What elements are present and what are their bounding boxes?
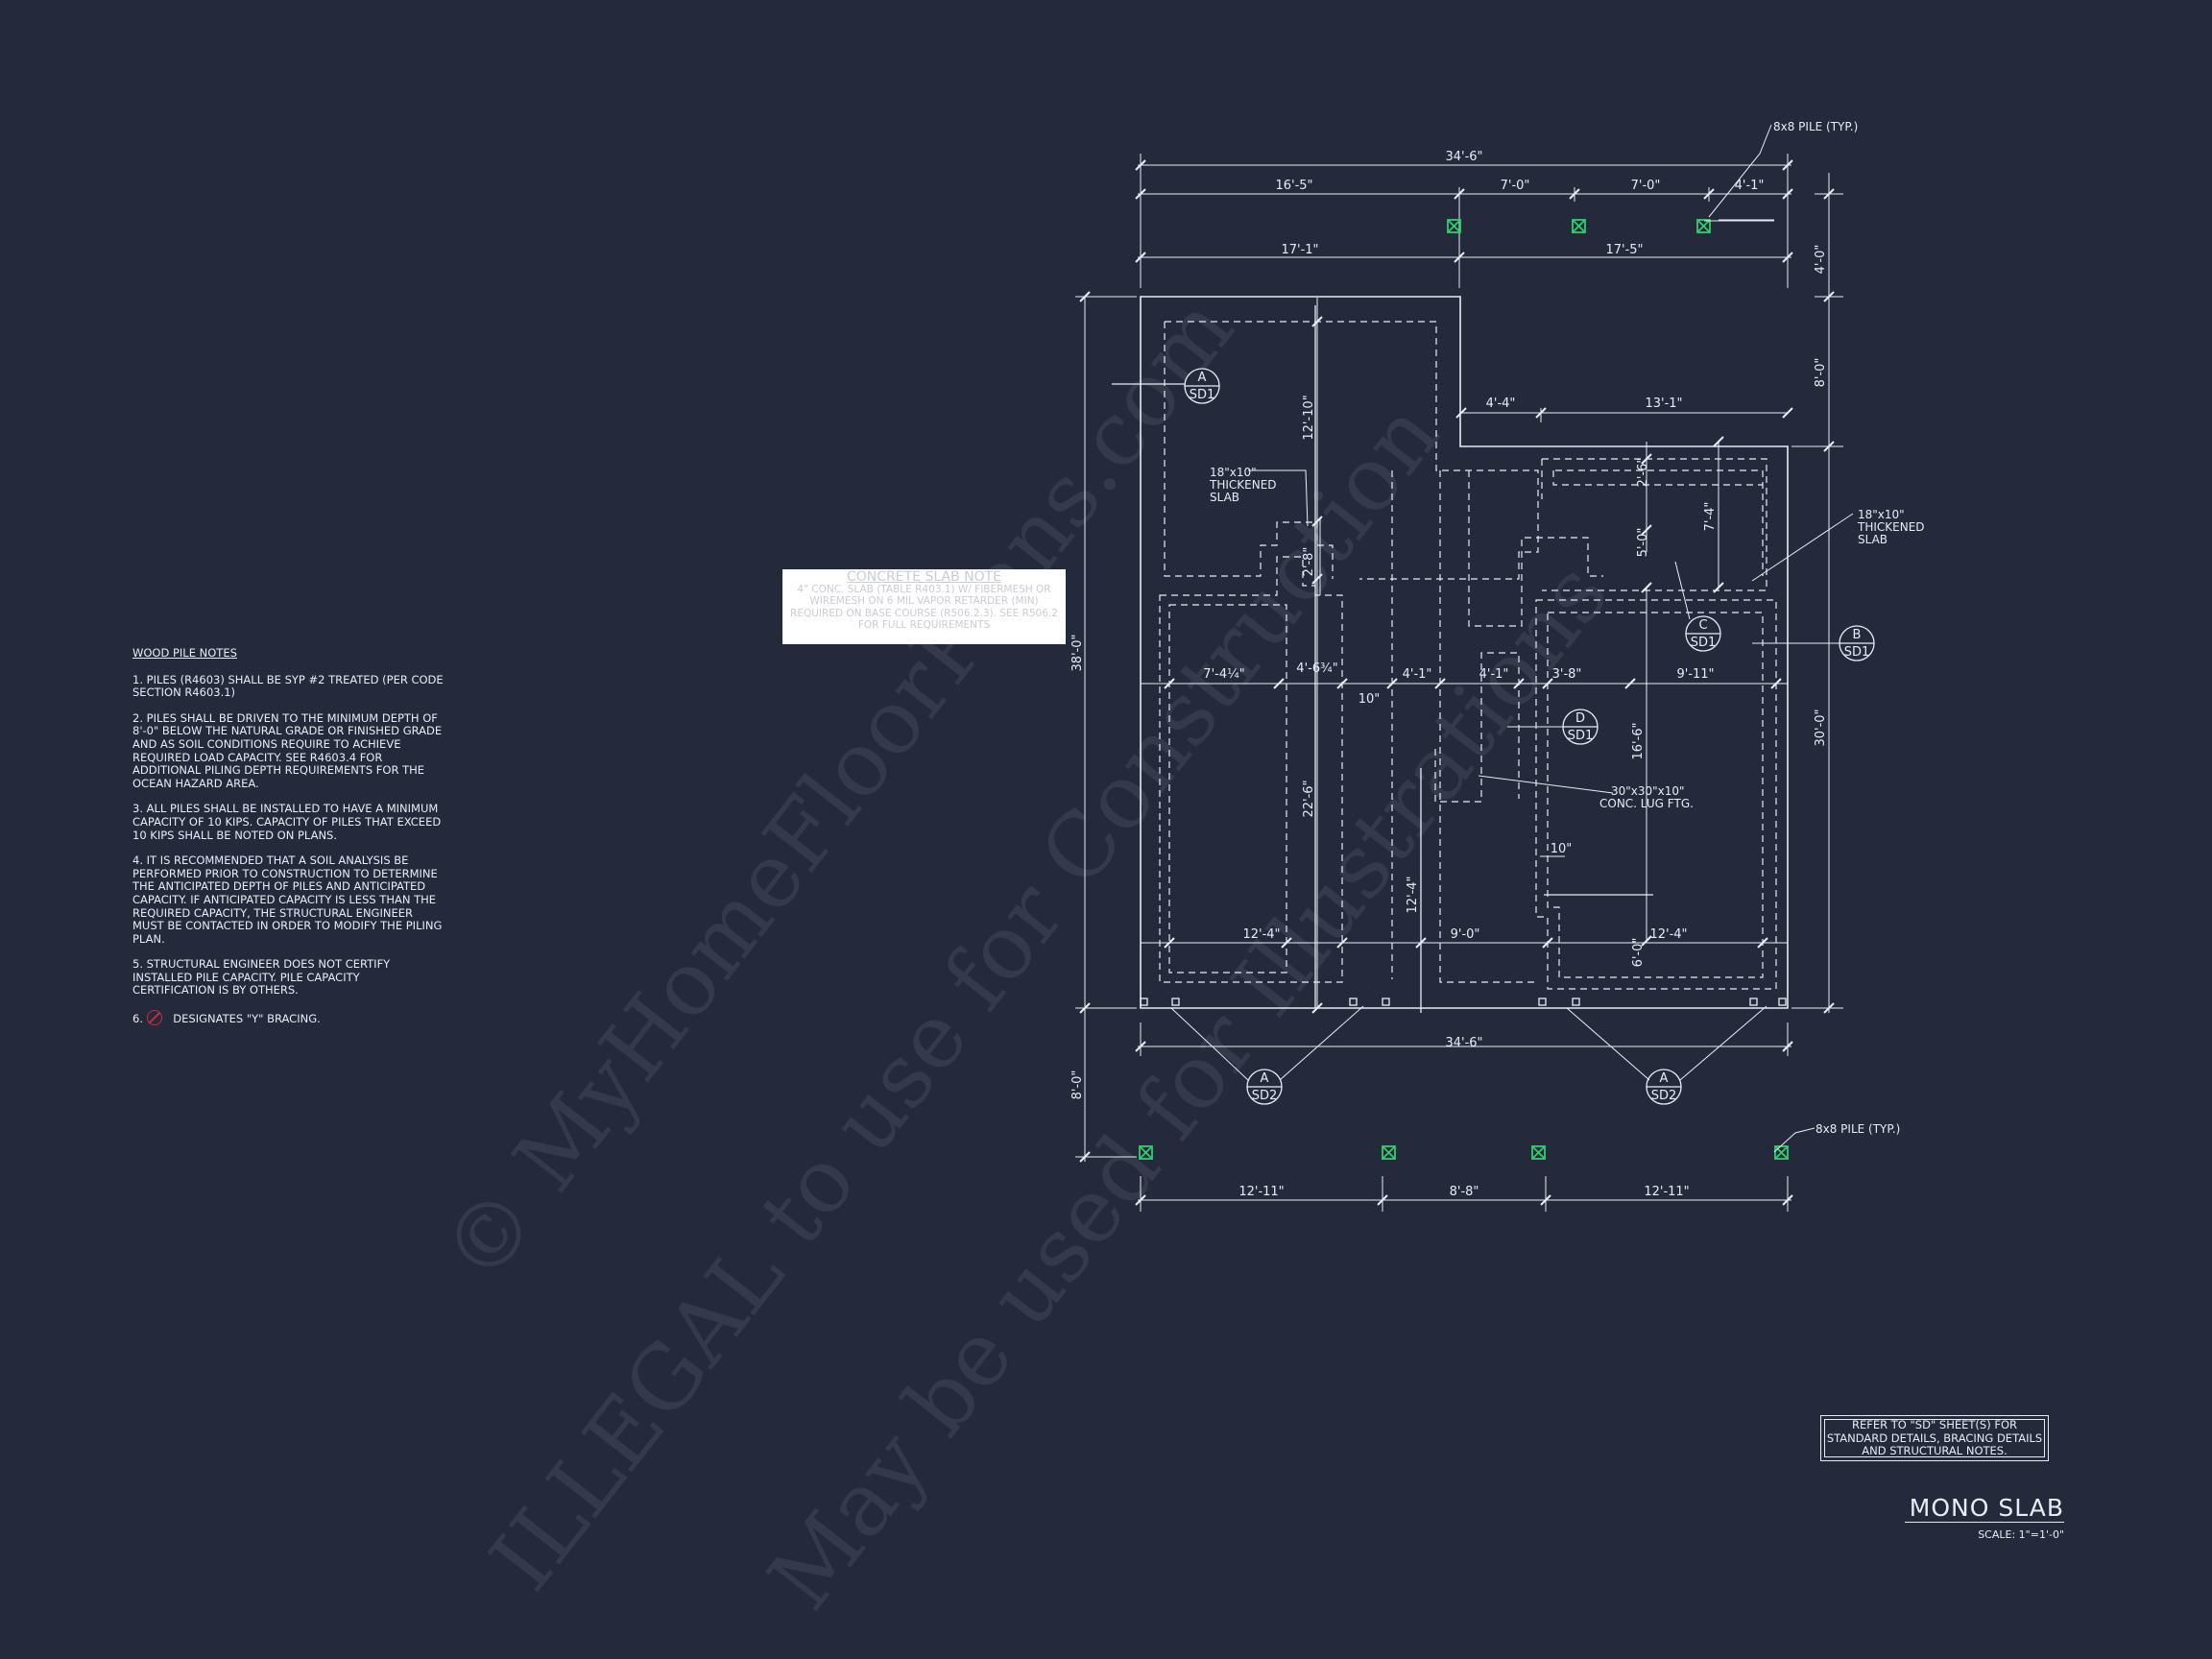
pile-icon — [1382, 1145, 1396, 1160]
thickened-slab-callout-right: SLAB — [1858, 533, 1887, 546]
dim-label: 13'-1" — [1645, 397, 1682, 411]
tag-sheet: SD1 — [1691, 636, 1717, 650]
dim-label: 7'-0" — [1501, 179, 1530, 193]
dim-label: 4'-1" — [1735, 179, 1765, 193]
dimension-labels: 34'-6" 16'-5" 7'-0" 7'-0" 4'-1" 17'-1" 1… — [1070, 150, 1828, 1199]
note-item: 2. PILES SHALL BE DRIVEN TO THE MINIMUM … — [132, 710, 443, 790]
pile-callout-bottom: 8x8 PILE (TYP.) — [1815, 1122, 1900, 1136]
note-item: 3. ALL PILES SHALL BE INSTALLED TO HAVE … — [132, 802, 442, 842]
dim-label: 12'-10" — [1302, 395, 1316, 440]
note-item: 1. PILES (R4603) SHALL BE SYP #2 TREATED… — [132, 672, 444, 700]
dim-label: 9'-11" — [1676, 667, 1714, 682]
dim-label: 6'-0" — [1631, 938, 1646, 968]
tag-letter: A — [1198, 371, 1207, 385]
dim-label: 2'-6" — [1636, 458, 1650, 488]
pile-icon — [1696, 219, 1711, 233]
lug-footing-callout: 30"x30"x10" — [1611, 784, 1685, 798]
pile-callout-top: 8x8 PILE (TYP.) — [1773, 120, 1858, 133]
pile-icon — [1774, 1145, 1789, 1160]
tag-letter: A — [1660, 1071, 1669, 1086]
dim-label: 16'-6" — [1631, 722, 1646, 759]
pile-icon — [1139, 1145, 1153, 1160]
dim-label: 4'-4" — [1486, 397, 1516, 411]
pile-icon — [1447, 219, 1461, 233]
thickened-slab-callout-right: THICKENED — [1857, 520, 1925, 534]
section-tag-circles — [1184, 368, 1875, 1105]
tag-sheet: SD1 — [1844, 645, 1870, 660]
slab-outline — [1140, 296, 1789, 1009]
concrete-slab-note-text: 4" CONC. SLAB (TABLE R403.1) W/ FIBERMES… — [790, 583, 1058, 632]
dim-label: 10" — [1551, 842, 1573, 856]
callout-labels: 8x8 PILE (TYP.) 8x8 PILE (TYP.) 18"x10" … — [1209, 120, 1925, 1136]
dim-label: 4'-0" — [1814, 245, 1828, 275]
dim-label: 22'-6" — [1302, 780, 1316, 817]
dim-label: 8'-0" — [1814, 358, 1828, 388]
dim-label: 4'-6¾" — [1296, 661, 1337, 676]
dim-label: 10" — [1358, 692, 1381, 707]
tag-letter: C — [1698, 618, 1707, 633]
plan-scale: SCALE: 1"=1'-0" — [1978, 1528, 2064, 1541]
dim-label: 9'-0" — [1451, 927, 1480, 942]
dim-label: 17'-1" — [1281, 243, 1318, 257]
section-tag-labels: A SD1 B SD1 C SD1 D SD1 A SD2 A SD2 — [1190, 371, 1870, 1103]
dim-label: 30'-0" — [1814, 709, 1828, 746]
pile-markers — [1139, 219, 1789, 1160]
dim-label: 38'-0" — [1070, 634, 1085, 671]
dim-label: 7'-4" — [1703, 502, 1718, 532]
dim-label: 12'-4" — [1406, 876, 1420, 913]
refer-sd-note: REFER TO "SD" SHEET(S) FOR STANDARD DETA… — [1820, 1415, 2049, 1461]
dim-label: 17'-5" — [1605, 243, 1643, 257]
note-item: 5. STRUCTURAL ENGINEER DOES NOT CERTIFY … — [132, 957, 391, 998]
dim-label: 7'-4¼" — [1203, 667, 1244, 682]
thickened-slab-callout-left: SLAB — [1210, 491, 1239, 504]
thickened-slab-dashed — [1159, 321, 1777, 990]
pile-icon — [1531, 1145, 1546, 1160]
tag-sheet: SD2 — [1252, 1089, 1278, 1103]
dim-label: 12'-11" — [1644, 1185, 1689, 1199]
plan-title: MONO SLAB — [1905, 1494, 2064, 1523]
concrete-slab-note: CONCRETE SLAB NOTE 4" CONC. SLAB (TABLE … — [782, 569, 1066, 644]
note-item: 4. IT IS RECOMMENDED THAT A SOIL ANALYSI… — [132, 854, 443, 946]
tag-letter: B — [1853, 628, 1862, 642]
tag-letter: A — [1261, 1071, 1269, 1086]
dim-label: 34'-6" — [1445, 150, 1482, 164]
dim-label: 4'-1" — [1479, 667, 1509, 682]
dim-label: 34'-6" — [1445, 1036, 1482, 1050]
dim-label: 12'-4" — [1242, 927, 1280, 942]
wood-pile-notes-title: WOOD PILE NOTES — [132, 646, 237, 660]
dim-label: 16'-5" — [1275, 179, 1312, 193]
dim-label: 4'-1" — [1403, 667, 1432, 682]
dim-label: 12'-11" — [1238, 1185, 1284, 1199]
section-tag-leaders — [1170, 124, 1854, 1153]
note-item-text: DESIGNATES "Y" BRACING. — [173, 1012, 321, 1026]
thickened-slab-callout-left: THICKENED — [1209, 478, 1277, 492]
tag-letter: D — [1575, 711, 1585, 726]
interior-lines — [1112, 305, 1653, 1013]
note-item-bracing: 6. DESIGNATES "Y" BRACING. — [132, 1010, 445, 1026]
dim-label: 12'-4" — [1649, 927, 1687, 942]
dim-label: 8'-0" — [1070, 1070, 1085, 1100]
lug-footing-callout: CONC. LUG FTG. — [1599, 797, 1694, 810]
dim-label: 8'-8" — [1450, 1185, 1479, 1199]
tag-sheet: SD1 — [1190, 388, 1215, 402]
dim-label: 5'-0" — [1636, 528, 1650, 558]
note-item-number: 6. — [132, 1012, 143, 1026]
slab-edge-posts — [1140, 998, 1787, 1006]
dim-label: 2'-8" — [1302, 547, 1316, 577]
thickened-slab-callout-right: 18"x10" — [1858, 508, 1905, 521]
dimension-lines — [1075, 154, 1843, 1212]
thickened-slab-callout-left: 18"x10" — [1210, 466, 1257, 479]
wood-pile-notes: WOOD PILE NOTES 1. PILES (R4603) SHALL B… — [132, 646, 445, 1039]
pile-icon — [1572, 219, 1586, 233]
dim-label: 3'-8" — [1552, 667, 1582, 682]
concrete-slab-note-title: CONCRETE SLAB NOTE — [847, 569, 1001, 585]
dim-label: 7'-0" — [1631, 179, 1661, 193]
tag-sheet: SD2 — [1651, 1089, 1677, 1103]
tag-sheet: SD1 — [1568, 729, 1594, 743]
y-bracing-icon — [146, 1010, 162, 1026]
